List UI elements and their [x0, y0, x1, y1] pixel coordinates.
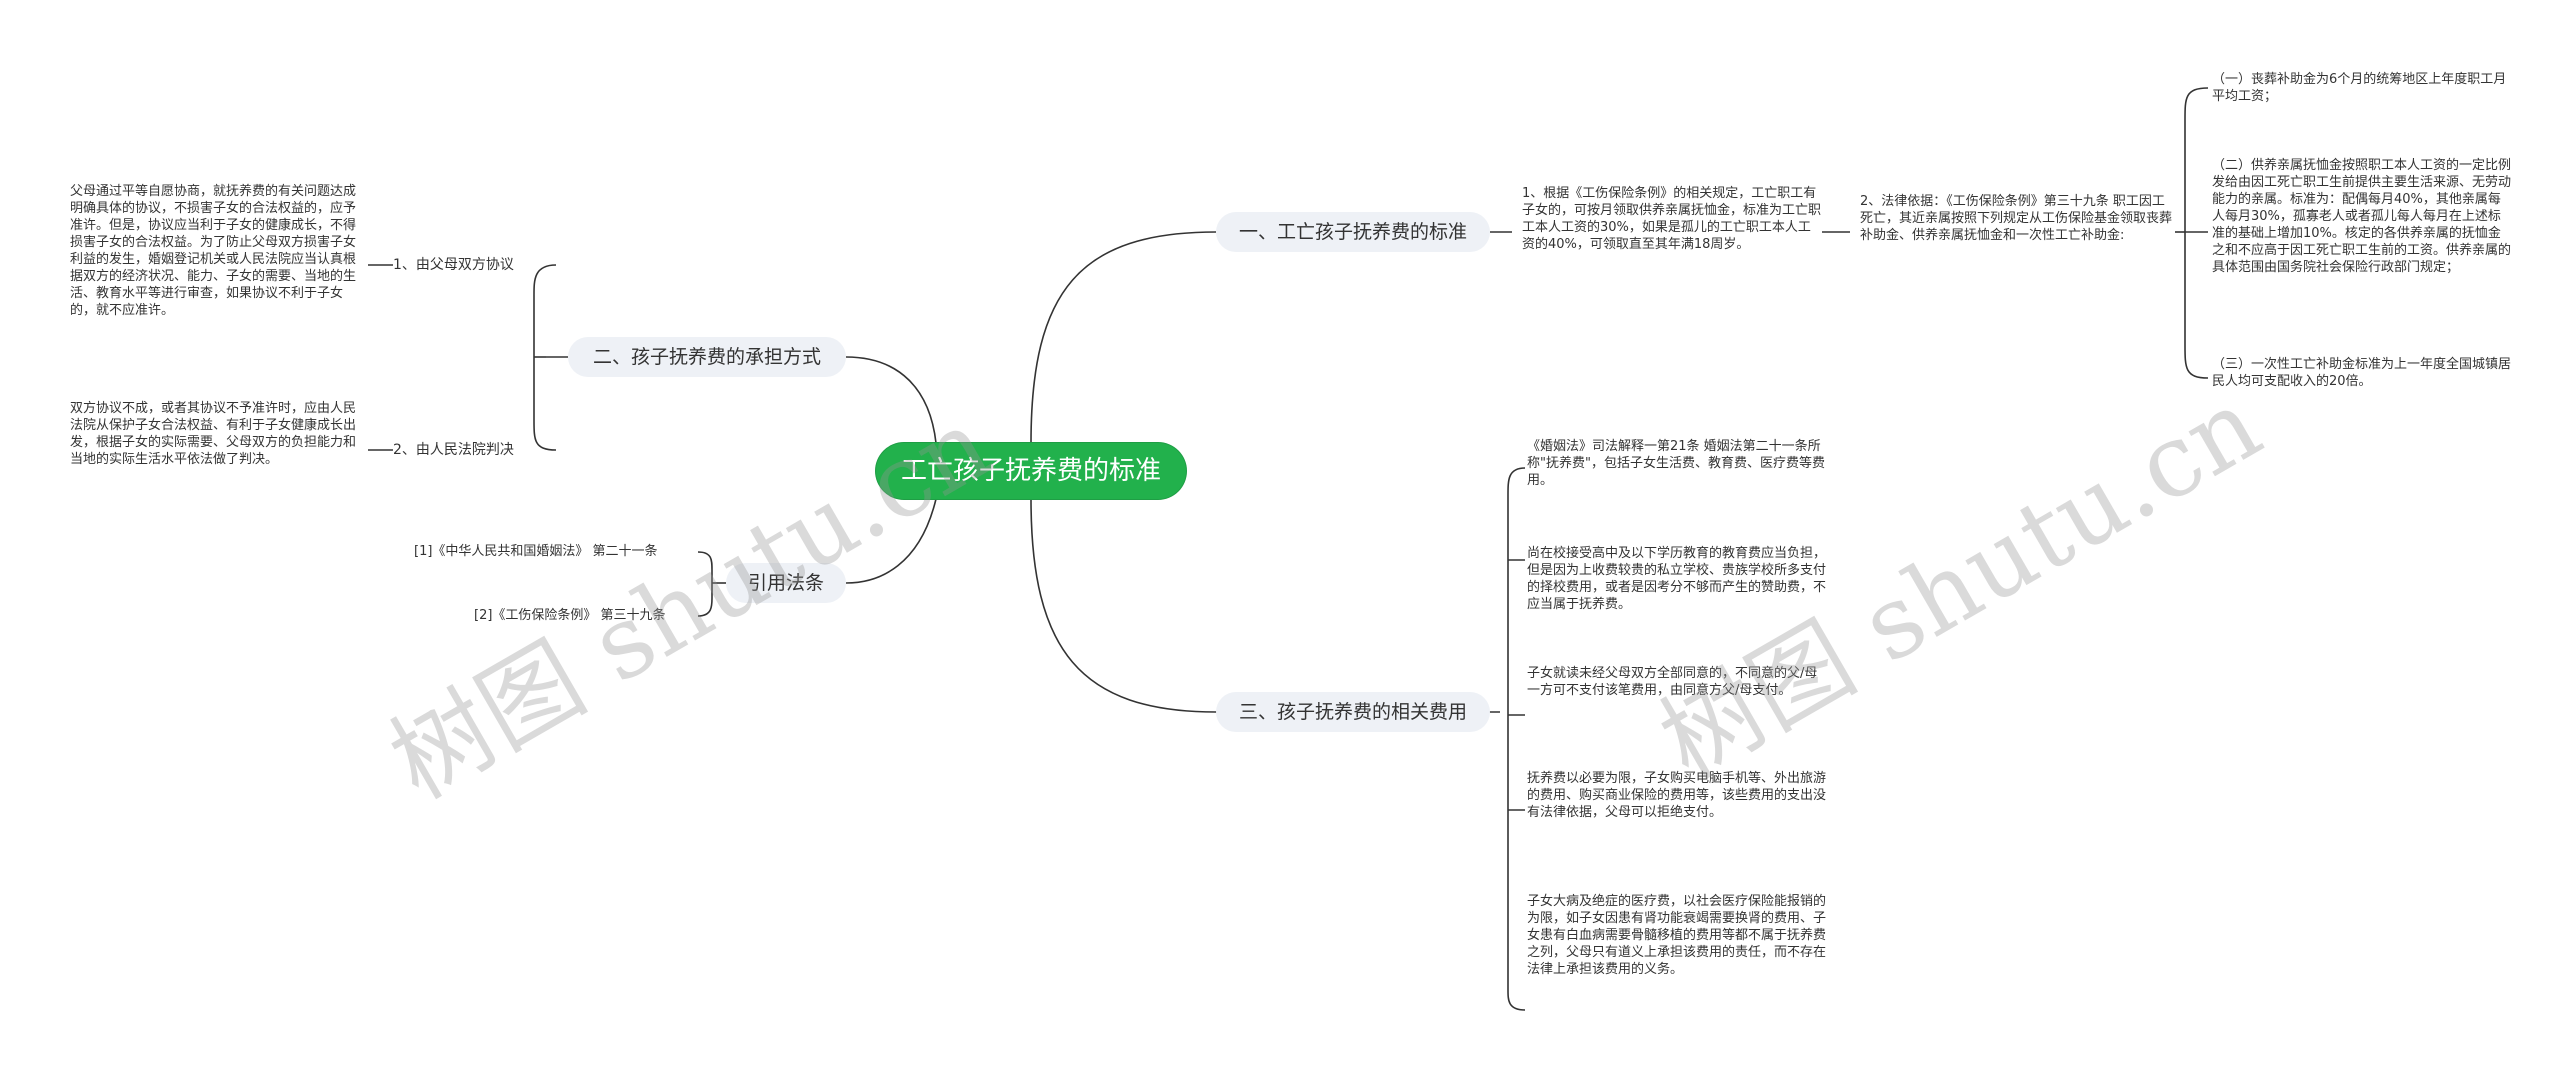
link-root-b3	[845, 498, 937, 584]
b1-rule-text: 1、根据《工伤保险条例》的相关规定，工亡职工有子女的，可按月领取供养亲属抚恤金，…	[1522, 186, 1822, 252]
b2-agreement-text: 父母通过平等自愿协商，就抚养费的有关问题达成明确具体的协议，不损害子女的合法权益…	[70, 184, 357, 318]
b2-court-text: 双方协议不成，或者其协议不予准许时，应由人民法院从保护子女合法权益、有利于子女健…	[70, 401, 357, 467]
b4-item-4: 抚养费以必要为限，子女购买电脑手机等、外出旅游的费用、购买商业保险的费用等，该些…	[1527, 771, 1827, 820]
b4-item-1: 《婚姻法》司法解释一第21条 婚姻法第二十一条所称"抚养费"，包括子女生活费、教…	[1527, 439, 1825, 488]
b4-item-3: 子女就读未经父母双方全部同意的，不同意的父/母一方可不支付该笔费用，由同意方父/…	[1527, 666, 1818, 698]
b1-legal-basis-text: 2、法律依据：《工伤保险条例》第三十九条 职工因工死亡，其近亲属按照下列规定从工…	[1860, 194, 2173, 243]
link-root-b1	[1030, 231, 1217, 444]
link-root-b4	[1030, 498, 1217, 713]
b3-ref-1[interactable]: [1]《中华人民共和国婚姻法》 第二十一条	[414, 544, 658, 559]
branch-related-costs[interactable]: 三、孩子抚养费的相关费用	[1216, 692, 1490, 732]
b2-sub-agreement[interactable]: 1、由父母双方协议	[393, 257, 514, 273]
b3-ref-2[interactable]: [2]《工伤保险条例》 第三十九条	[474, 608, 666, 623]
b4-item-2: 尚在校接受高中及以下学历教育的教育费应当负担，但是因为上收费较贵的私立学校、贵族…	[1527, 546, 1827, 612]
b2-sub-court[interactable]: 2、由人民法院判决	[393, 442, 514, 458]
root-node[interactable]: 工亡孩子抚养费的标准	[876, 443, 1186, 499]
b4-item-5: 子女大病及绝症的医疗费，以社会医疗保险能报销的为限，如子女因患有肾功能衰竭需要换…	[1527, 894, 1827, 977]
b1-item-2: （二）供养亲属抚恤金按照职工本人工资的一定比例发给由因工死亡职工生前提供主要生活…	[2212, 158, 2512, 275]
b1-item-1: （一）丧葬补助金为6个月的统筹地区上年度职工月平均工资；	[2212, 72, 2507, 104]
b1-item-3: （三）一次性工亡补助金标准为上一年度全国城镇居民人均可支配收入的20倍。	[2212, 357, 2512, 389]
branch-work-death-standard[interactable]: 一、工亡孩子抚养费的标准	[1216, 212, 1490, 252]
branch-cited-laws[interactable]: 引用法条	[726, 563, 846, 603]
link-root-b2	[845, 356, 937, 444]
branch-bearing-method[interactable]: 二、孩子抚养费的承担方式	[568, 337, 846, 377]
